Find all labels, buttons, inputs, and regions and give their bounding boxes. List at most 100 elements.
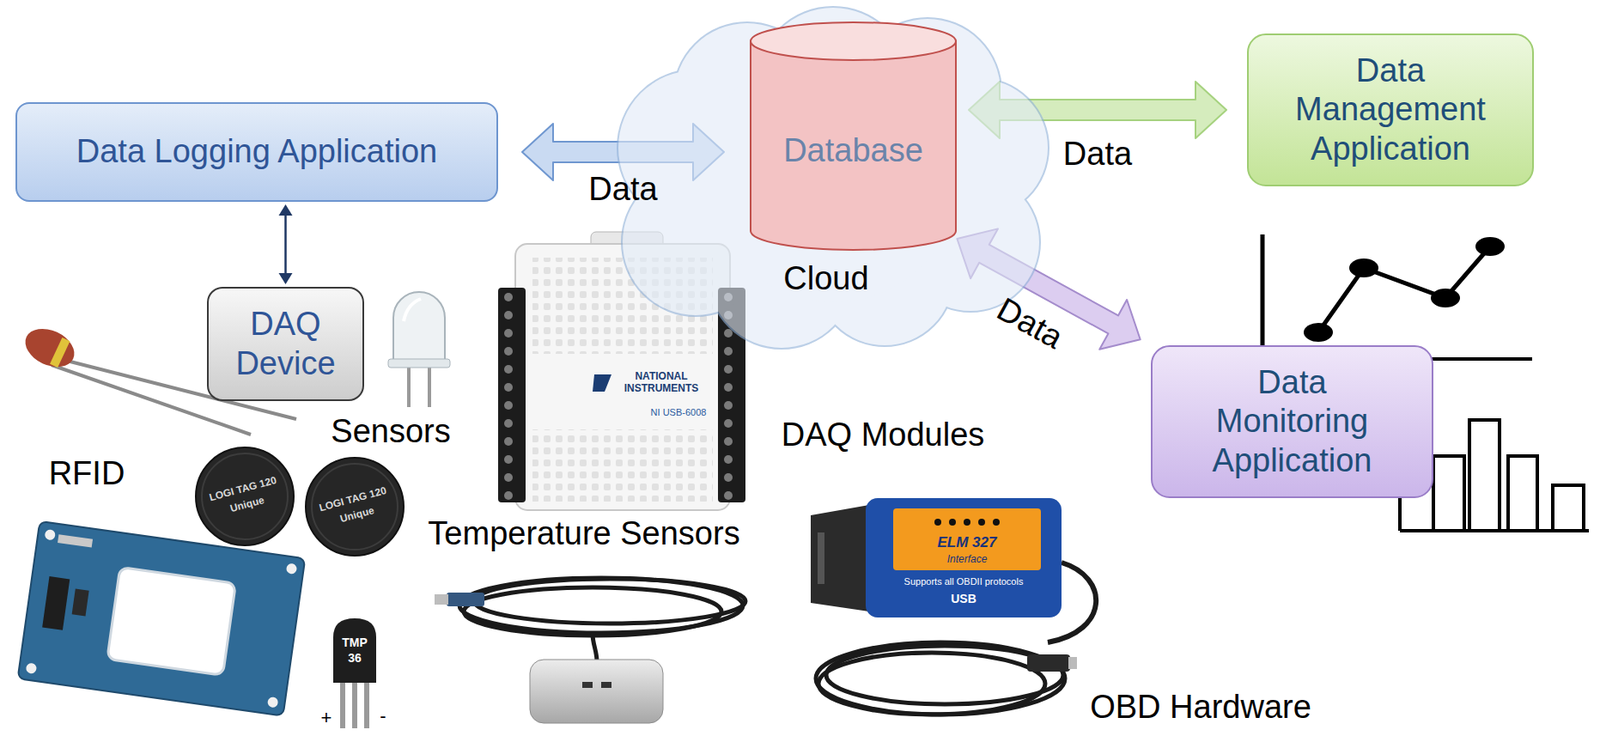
part-label: DAQ Modules bbox=[781, 416, 986, 455]
model-text: NI USB-6008 bbox=[650, 407, 707, 419]
thermistor bbox=[49, 337, 70, 368]
led bbox=[393, 292, 445, 366]
bar-chart-icon bbox=[1552, 485, 1584, 531]
rfid-reader-board bbox=[25, 662, 38, 675]
part-label: OBD Hardware bbox=[1089, 688, 1312, 727]
daq-module bbox=[592, 374, 612, 392]
line-chart-icon bbox=[1475, 237, 1505, 256]
obd-adapter bbox=[826, 645, 1064, 705]
edge-label: Data bbox=[1063, 135, 1132, 174]
obd-adapter bbox=[810, 498, 1096, 715]
rfid-tag bbox=[195, 447, 294, 546]
part-label: RFID bbox=[48, 455, 126, 493]
tmp36-sensor bbox=[364, 678, 370, 729]
obd-adapter bbox=[865, 498, 1062, 618]
node-label: Cloud bbox=[601, 259, 1052, 299]
obd-adapter bbox=[963, 518, 971, 526]
device-text: Interface bbox=[947, 553, 988, 566]
rfid-reader-board bbox=[43, 529, 56, 542]
device-text: USB bbox=[950, 591, 977, 606]
database-cylinder: Database bbox=[749, 22, 957, 250]
arrow-head bbox=[279, 204, 293, 216]
pin-sign: - bbox=[379, 705, 386, 727]
cloud-shape bbox=[618, 7, 1048, 348]
connector-line bbox=[284, 215, 287, 274]
usb-temperature-sensor bbox=[592, 633, 597, 662]
line-chart-icon bbox=[1425, 357, 1533, 361]
obd-adapter bbox=[810, 504, 870, 612]
thermistor bbox=[18, 321, 80, 375]
led bbox=[388, 358, 451, 368]
daq-module bbox=[532, 429, 713, 502]
usb-temperature-sensor bbox=[474, 578, 746, 624]
process-box: Data Logging Application bbox=[15, 102, 499, 202]
rfid-tag bbox=[195, 447, 404, 556]
node-label: Database bbox=[783, 131, 924, 171]
usb-temperature-sensor bbox=[434, 577, 746, 724]
obd-adapter bbox=[992, 518, 1000, 526]
led bbox=[427, 365, 432, 408]
device-text: Supports all OBDII protocols bbox=[904, 576, 1024, 588]
connector-arrow bbox=[279, 204, 293, 285]
rfid-reader-board bbox=[18, 521, 306, 717]
rfid-reader-board bbox=[18, 521, 306, 717]
obd-adapter bbox=[893, 508, 1041, 571]
daq-module bbox=[498, 287, 526, 503]
obd-adapter bbox=[949, 518, 956, 526]
obd-adapter bbox=[817, 532, 825, 585]
rfid-reader-board bbox=[107, 566, 237, 676]
usb-temperature-sensor bbox=[459, 577, 746, 662]
part-label: Temperature Sensors bbox=[427, 515, 740, 554]
tmp36-sensor bbox=[352, 678, 358, 729]
led bbox=[403, 298, 421, 322]
daq-module bbox=[498, 287, 526, 503]
arrow-head bbox=[279, 273, 293, 285]
chip-text: TMP bbox=[341, 635, 368, 650]
node-label: Data Monitoring Application bbox=[1193, 363, 1392, 481]
usb-temperature-sensor bbox=[434, 594, 449, 605]
line-chart-icon bbox=[1318, 246, 1491, 333]
device-text: ELM 327 bbox=[937, 534, 998, 552]
rfid-tag bbox=[201, 453, 288, 540]
node-label: DAQ Device bbox=[221, 304, 351, 384]
obd-adapter bbox=[1027, 654, 1071, 672]
line-chart-icon bbox=[1303, 322, 1333, 342]
chip-text: 36 bbox=[347, 650, 362, 665]
bar-chart-icon bbox=[1508, 456, 1538, 531]
usb-temperature-sensor bbox=[463, 587, 722, 636]
tmp36-sensor bbox=[333, 618, 377, 729]
thermistor bbox=[18, 321, 80, 375]
bar-chart-icon bbox=[1433, 456, 1465, 531]
led bbox=[388, 292, 451, 408]
obd-adapter bbox=[934, 518, 942, 526]
bar-chart-icon bbox=[1469, 419, 1500, 531]
tmp36-sensor bbox=[340, 678, 346, 729]
node-label: Data Management Application bbox=[1283, 51, 1498, 170]
usb-temperature-sensor bbox=[582, 681, 593, 688]
obd-adapter bbox=[815, 642, 1065, 715]
obd-adapter bbox=[978, 518, 986, 526]
rfid-tag bbox=[305, 457, 404, 556]
obd-adapter bbox=[815, 642, 1065, 715]
usb-temperature-sensor bbox=[529, 659, 664, 724]
brand-text: NATIONAL INSTRUMENTS bbox=[618, 371, 705, 396]
usb-temperature-sensor bbox=[601, 681, 612, 688]
database-cylinder bbox=[750, 41, 956, 250]
usb-temperature-sensor bbox=[446, 592, 485, 607]
database-cylinder bbox=[750, 22, 956, 61]
rfid-reader-board bbox=[42, 576, 70, 631]
tmp36-sensor bbox=[333, 618, 377, 683]
line-chart-icon bbox=[1262, 234, 1533, 359]
led bbox=[407, 365, 411, 408]
process-box: Data Monitoring Application bbox=[1150, 345, 1434, 499]
line-chart-icon bbox=[1430, 288, 1461, 308]
obd-adapter bbox=[1068, 657, 1077, 670]
rfid-reader-board bbox=[285, 562, 299, 575]
pin-sign: + bbox=[321, 706, 333, 729]
rfid-reader-board bbox=[57, 534, 93, 548]
line-chart-icon bbox=[1260, 234, 1266, 347]
rfid-tag bbox=[311, 463, 398, 550]
part-label: Sensors bbox=[330, 413, 451, 451]
rfid-reader-board bbox=[72, 588, 90, 616]
process-box: Data Management Application bbox=[1247, 33, 1534, 187]
